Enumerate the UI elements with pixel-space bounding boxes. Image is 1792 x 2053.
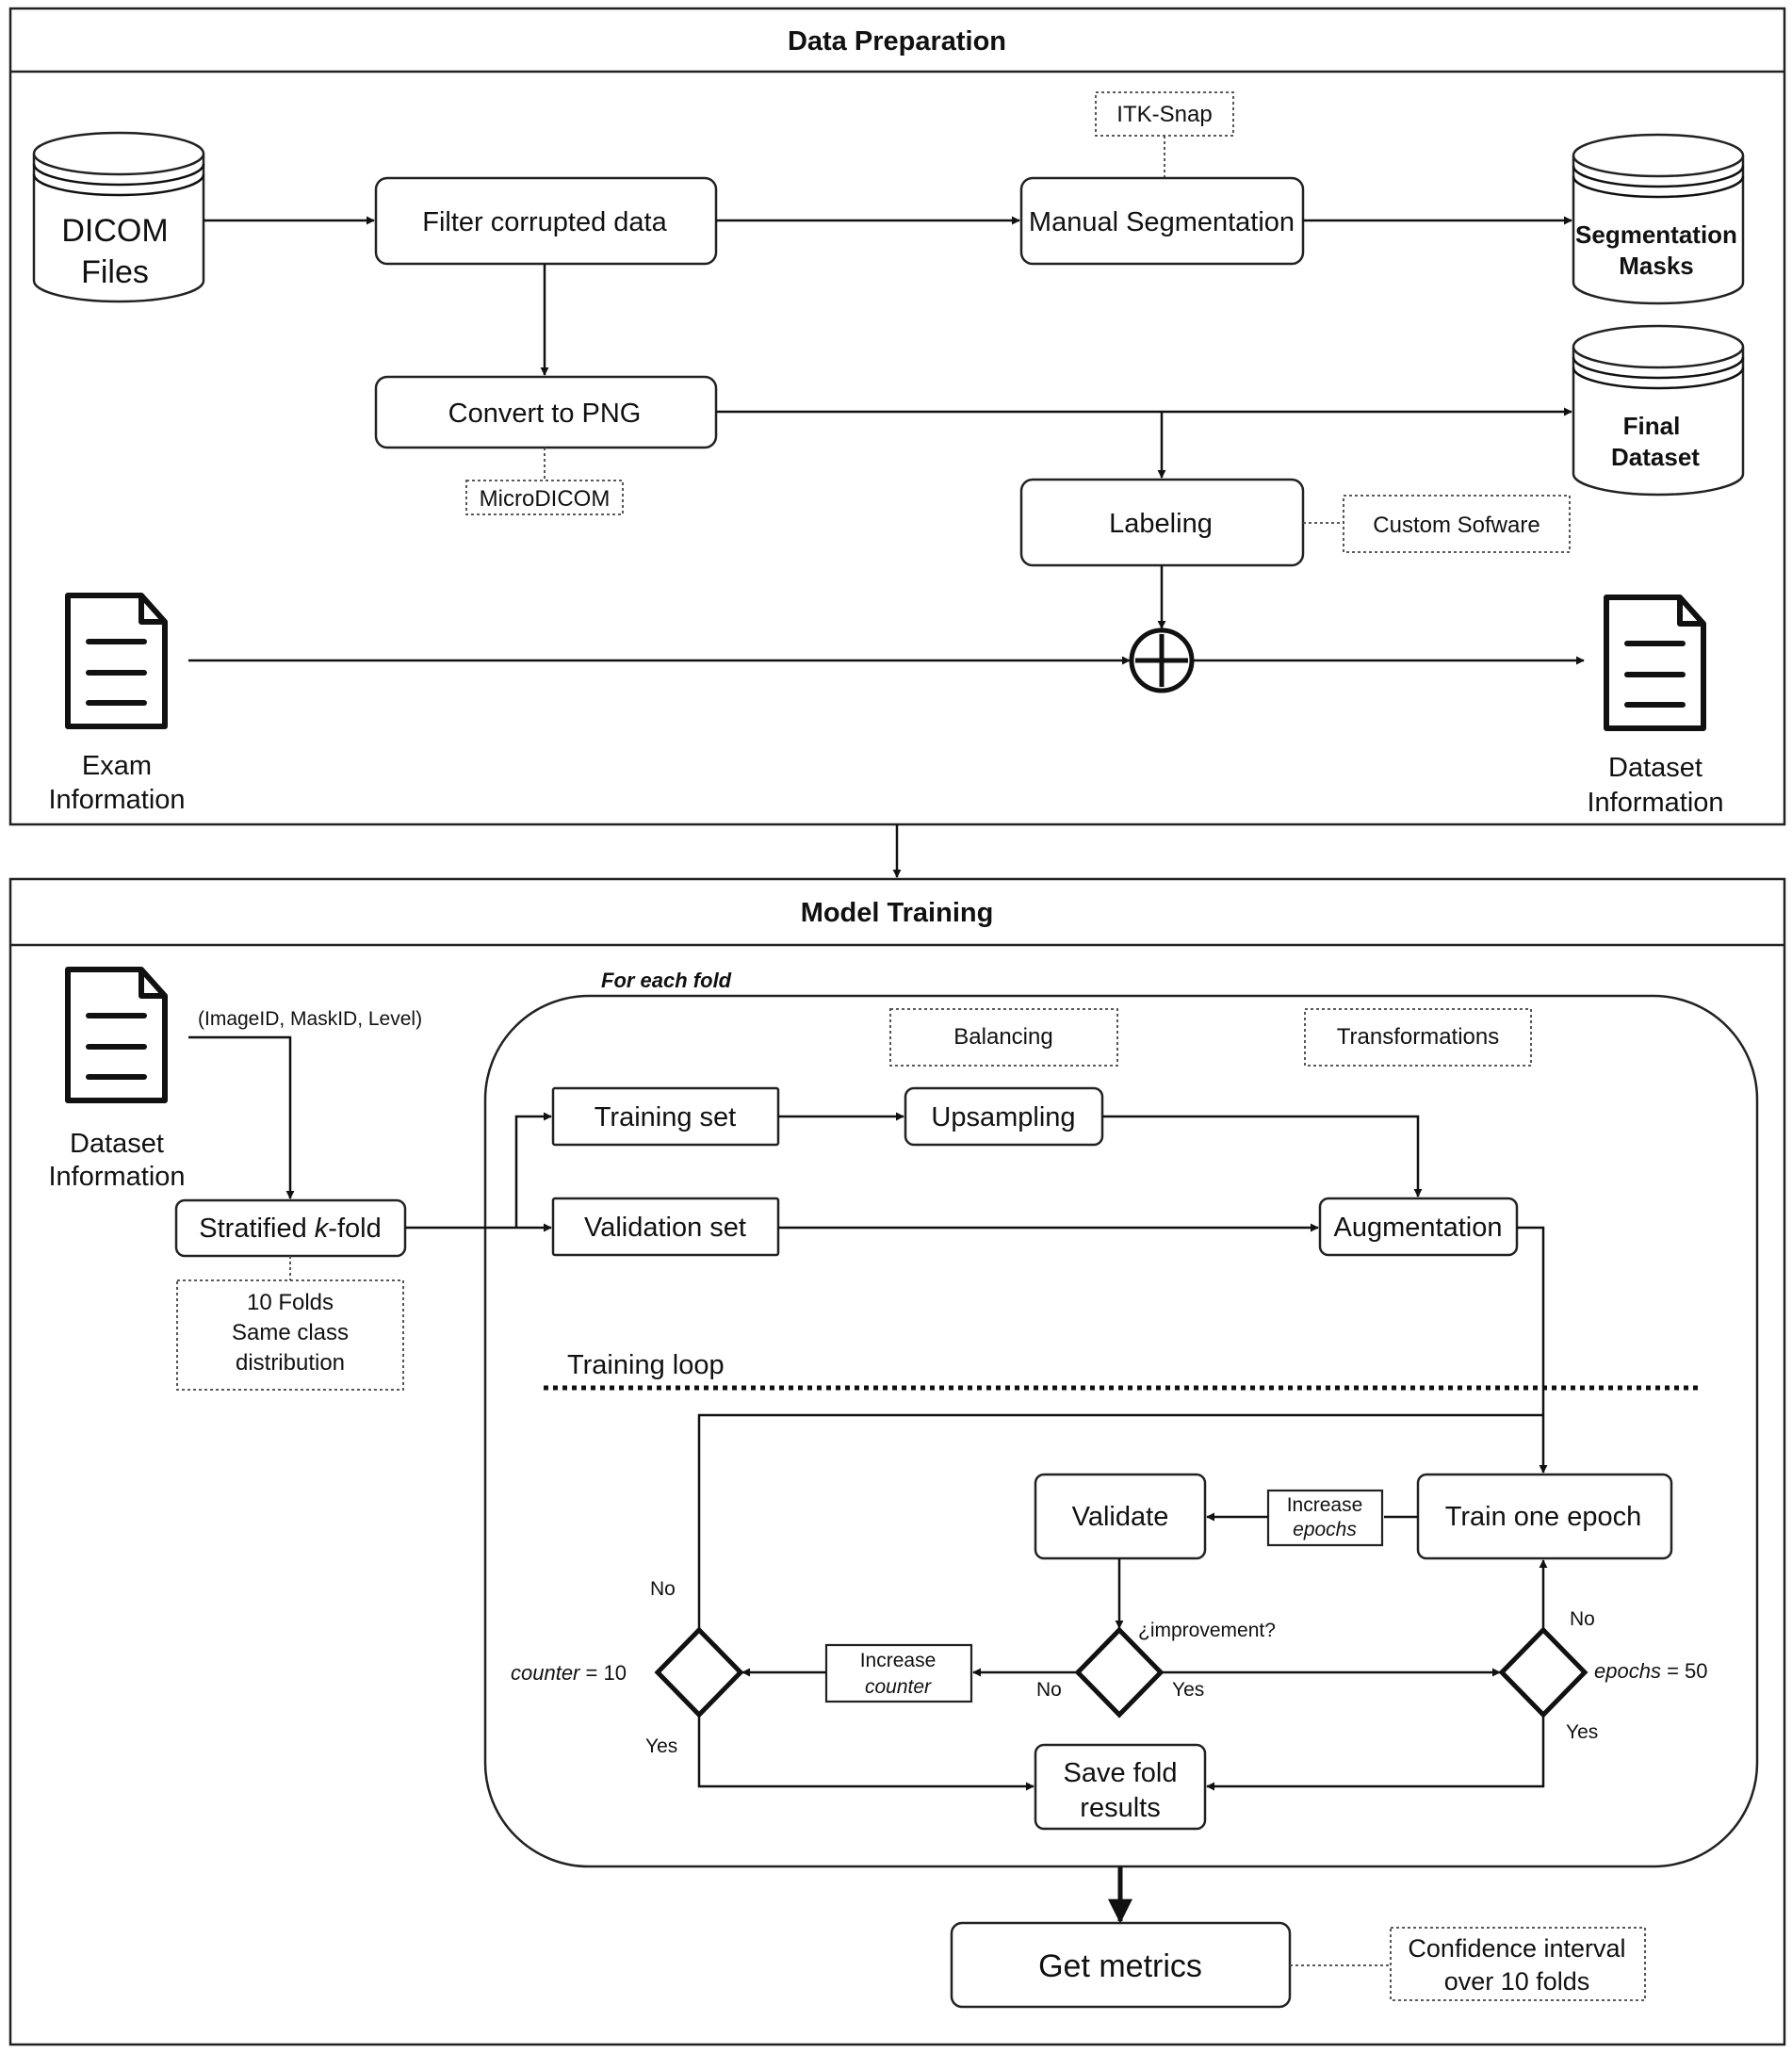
segmentation-masks-database: Segmentation Masks (1572, 133, 1745, 305)
improvement-question-label: ¿improvement? (1138, 1620, 1276, 1641)
get-metrics-step: Get metrics (950, 1921, 1391, 2009)
counter-condition-label: counter = 10 (511, 1661, 627, 1685)
folds-note: 10 Folds Same class distribution (176, 1279, 404, 1391)
training-loop-separator: Training loop (544, 1350, 1702, 1391)
data-preparation-title: Data Preparation (788, 26, 1006, 57)
for-each-fold-label: For each fold (601, 969, 732, 992)
augmentation-label: Augmentation (1334, 1213, 1503, 1243)
final-dataset-label-2: Dataset (1611, 443, 1700, 471)
dicom-files-label: DICOM (61, 213, 168, 249)
folds-note-line-1: 10 Folds (247, 1290, 334, 1315)
model-training-title: Model Training (801, 898, 994, 928)
training-dataset-information-label-2: Information (48, 1162, 185, 1192)
train-one-epoch-step: Train one epoch (1416, 1473, 1673, 1560)
itk-snap-label: ITK-Snap (1116, 102, 1212, 127)
validation-set-step: Validation set (551, 1197, 780, 1257)
data-preparation-connectors (188, 216, 1585, 665)
balancing-label: Balancing (953, 1024, 1052, 1050)
upsampling-step: Upsampling (904, 1086, 1104, 1147)
training-dataset-information-document: Dataset Information (48, 967, 186, 1192)
increase-epochs-label: Increase (1287, 1494, 1363, 1516)
training-dataset-information-label: Dataset (70, 1129, 164, 1159)
dicom-files-label-2: Files (81, 254, 149, 290)
manual-segmentation-step: Manual Segmentation (1019, 176, 1305, 266)
training-set-step: Training set (551, 1086, 780, 1147)
confidence-interval-label: Confidence interval (1408, 1934, 1625, 1963)
increase-epochs-step: Increase epochs (1266, 1489, 1384, 1547)
no-label-counter: No (650, 1578, 676, 1600)
no-label-epochs: No (1570, 1608, 1595, 1630)
increase-counter-step: Increase counter (824, 1643, 973, 1703)
dataset-information-label-2: Information (1587, 788, 1723, 818)
upsampling-label: Upsampling (931, 1102, 1075, 1132)
microdicom-tool-note: MicroDICOM (465, 480, 624, 515)
training-loop-label: Training loop (567, 1350, 725, 1380)
save-fold-results-label-2: results (1080, 1793, 1160, 1823)
segmentation-masks-label: Segmentation (1575, 220, 1737, 249)
convert-to-png-step: Convert to PNG (374, 375, 718, 481)
dataset-information-document: Dataset Information (1587, 595, 1724, 818)
segmentation-masks-label-2: Masks (1619, 252, 1694, 280)
validate-label: Validate (1072, 1502, 1169, 1532)
validation-set-label: Validation set (584, 1213, 746, 1243)
yes-label-epochs: Yes (1566, 1721, 1598, 1743)
validate-step: Validate (1034, 1473, 1207, 1560)
itk-snap-tool-note: ITK-Snap (1095, 91, 1234, 178)
exam-information-document: Exam Information (48, 593, 186, 815)
epochs-decision-diamond (1498, 1626, 1588, 1719)
custom-software-label: Custom Sofware (1373, 513, 1539, 538)
get-metrics-label: Get metrics (1038, 1948, 1202, 1984)
counter-decision-diamond (654, 1626, 744, 1719)
data-preparation-section: Data Preparation (8, 7, 1786, 826)
model-training-section: Model Training (8, 877, 1786, 2046)
final-dataset-label: Final (1623, 412, 1681, 440)
dataset-information-label: Dataset (1608, 753, 1702, 783)
combine-plus-icon (1129, 627, 1195, 693)
confidence-interval-note: Confidence interval over 10 folds (1390, 1927, 1646, 2001)
exam-information-label-2: Information (48, 785, 185, 815)
training-set-label: Training set (595, 1102, 736, 1132)
microdicom-label: MicroDICOM (480, 486, 611, 512)
stratified-kfold-label: Stratified k-fold (199, 1214, 381, 1244)
labeling-step: Labeling (1019, 478, 1344, 567)
filter-corrupted-data-label: Filter corrupted data (422, 207, 667, 237)
filter-corrupted-data-step: Filter corrupted data (374, 176, 718, 266)
increase-counter-label: Increase (860, 1650, 937, 1671)
folds-note-line-3: distribution (236, 1350, 345, 1376)
train-one-epoch-label: Train one epoch (1445, 1502, 1642, 1532)
transformations-label: Transformations (1337, 1024, 1500, 1050)
model-training-connectors (188, 1035, 1548, 1924)
transformations-note: Transformations (1304, 1008, 1532, 1067)
save-fold-results-label: Save fold (1064, 1758, 1178, 1788)
augmentation-step: Augmentation (1318, 1197, 1519, 1257)
save-fold-results-step: Save fold results (1034, 1743, 1207, 1831)
exam-information-label: Exam (82, 751, 152, 781)
stratified-kfold-step: Stratified k-fold (174, 1198, 407, 1280)
epochs-condition-label: epochs = 50 (1594, 1659, 1708, 1683)
improvement-decision-diamond (1074, 1626, 1165, 1719)
custom-software-tool-note: Custom Sofware (1343, 495, 1571, 553)
convert-to-png-label: Convert to PNG (448, 399, 642, 429)
yes-label-counter: Yes (645, 1735, 677, 1757)
final-dataset-database: Final Dataset (1572, 324, 1745, 497)
no-label-improvement: No (1036, 1679, 1062, 1701)
manual-segmentation-label: Manual Segmentation (1029, 207, 1295, 237)
increase-counter-label-2: counter (865, 1676, 932, 1698)
yes-label-improvement: Yes (1172, 1679, 1204, 1701)
balancing-note: Balancing (889, 1008, 1118, 1067)
dicom-files-database: DICOM Files (32, 131, 205, 303)
confidence-interval-label-2: over 10 folds (1444, 1967, 1590, 1996)
increase-epochs-label-2: epochs (1293, 1519, 1357, 1540)
decision-labels: No Yes counter = 10 ¿improvement? No Yes… (511, 1578, 1708, 1757)
folds-note-line-2: Same class (232, 1320, 349, 1345)
labeling-label: Labeling (1109, 509, 1213, 539)
dataset-tuple-label: (ImageID, MaskID, Level) (198, 1008, 422, 1030)
